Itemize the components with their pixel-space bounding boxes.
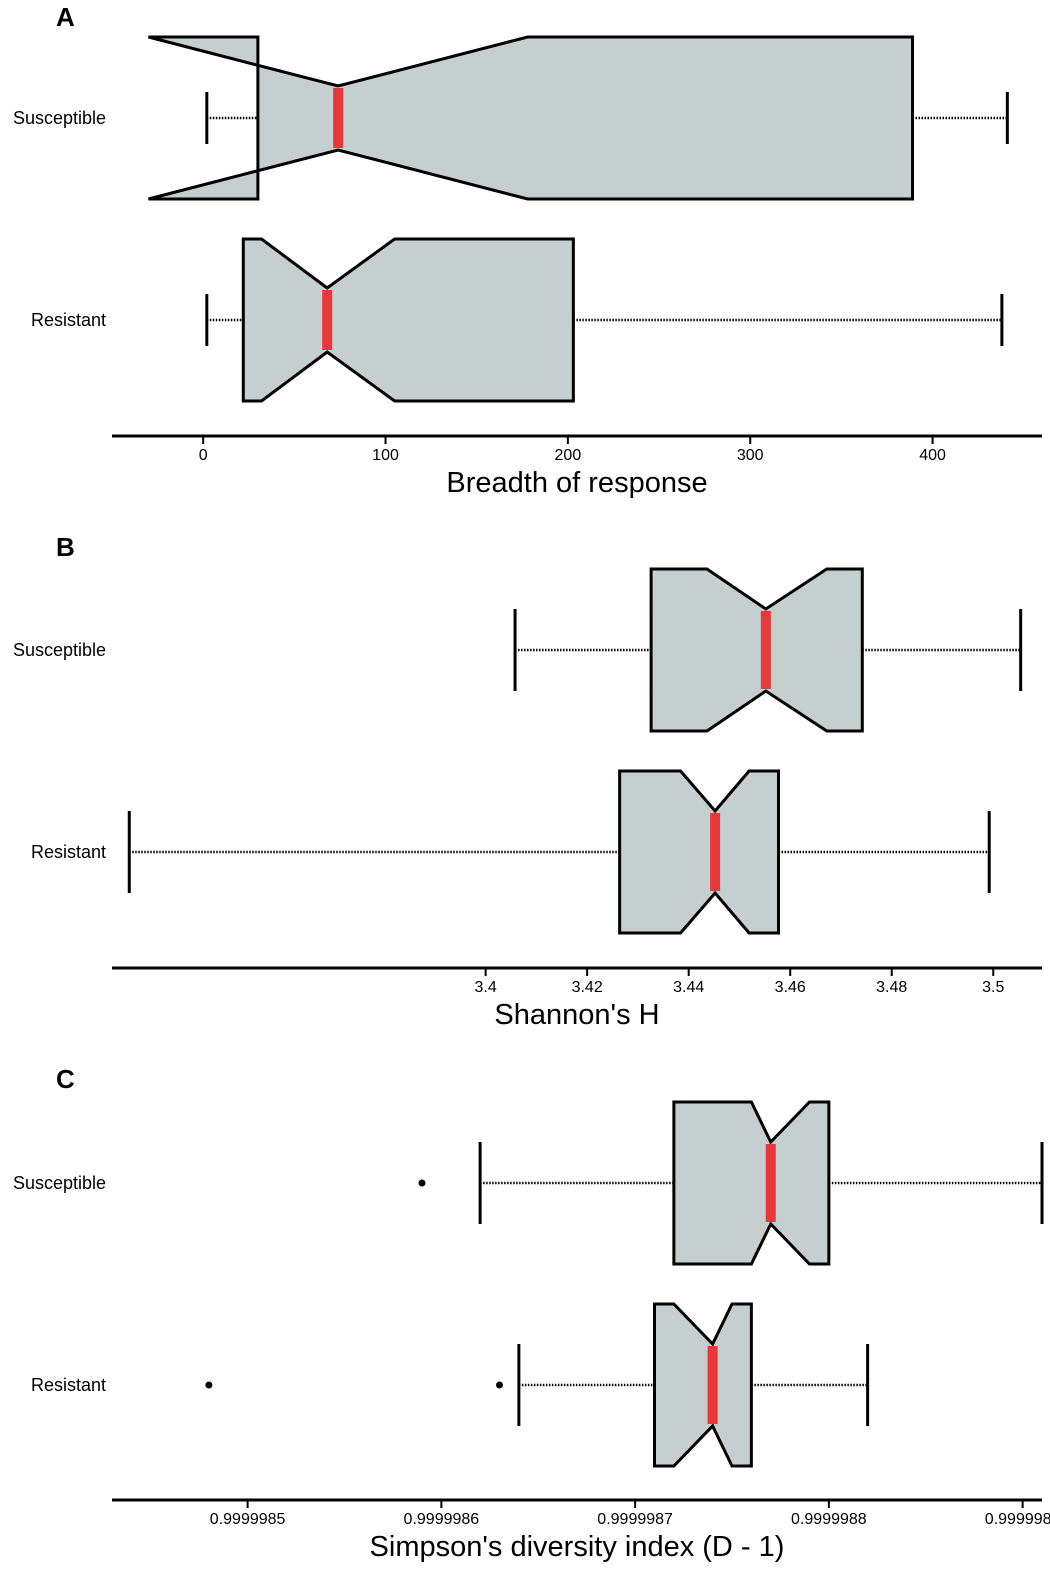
x-tick-label: 3.42 xyxy=(572,979,603,996)
outlier-point xyxy=(205,1381,213,1389)
x-tick-label: 0.9999986 xyxy=(404,1511,480,1528)
notched-box xyxy=(148,35,915,201)
category-label: Susceptible xyxy=(13,1173,106,1193)
box-susceptible xyxy=(148,35,1009,201)
category-label: Resistant xyxy=(31,1375,106,1395)
x-tick-label: 0.9999989 xyxy=(985,1511,1050,1528)
x-tick-label: 400 xyxy=(919,447,946,464)
category-label: Resistant xyxy=(31,310,106,330)
box-susceptible xyxy=(513,567,1023,733)
x-tick-label: 300 xyxy=(737,447,764,464)
x-tick-label: 200 xyxy=(555,447,582,464)
x-axis-title: Shannon's H xyxy=(494,999,659,1031)
category-label: Resistant xyxy=(31,842,106,862)
notched-box xyxy=(649,567,864,733)
panel-label: C xyxy=(56,1064,75,1094)
x-tick-label: 0.9999987 xyxy=(597,1511,673,1528)
category-label: Susceptible xyxy=(13,640,106,660)
x-tick-label: 100 xyxy=(372,447,399,464)
panel-label: B xyxy=(56,532,75,562)
outlier-point xyxy=(496,1381,503,1389)
notched-box xyxy=(618,769,781,935)
x-tick-label: 3.5 xyxy=(982,979,1004,996)
box-resistant xyxy=(205,1302,870,1468)
notched-box xyxy=(672,1100,831,1266)
x-axis-title: Breadth of response xyxy=(446,467,707,499)
category-label: Susceptible xyxy=(13,108,106,128)
x-tick-label: 0.9999988 xyxy=(791,1511,867,1528)
x-axis-title: Simpson's diversity index (D - 1) xyxy=(370,1531,785,1563)
notched-box xyxy=(653,1302,753,1468)
box-susceptible xyxy=(418,1100,1044,1266)
x-tick-label: 3.48 xyxy=(876,979,907,996)
notched-box xyxy=(241,237,575,403)
x-tick-label: 3.4 xyxy=(474,979,496,996)
x-tick-label: 3.44 xyxy=(673,979,704,996)
x-tick-label: 0.9999985 xyxy=(210,1511,286,1528)
box-resistant xyxy=(127,769,991,935)
x-tick-label: 3.46 xyxy=(775,979,806,996)
panel-label: A xyxy=(56,2,75,32)
box-resistant xyxy=(205,237,1004,403)
x-tick-label: 0 xyxy=(199,447,208,464)
outlier-point xyxy=(418,1179,426,1187)
